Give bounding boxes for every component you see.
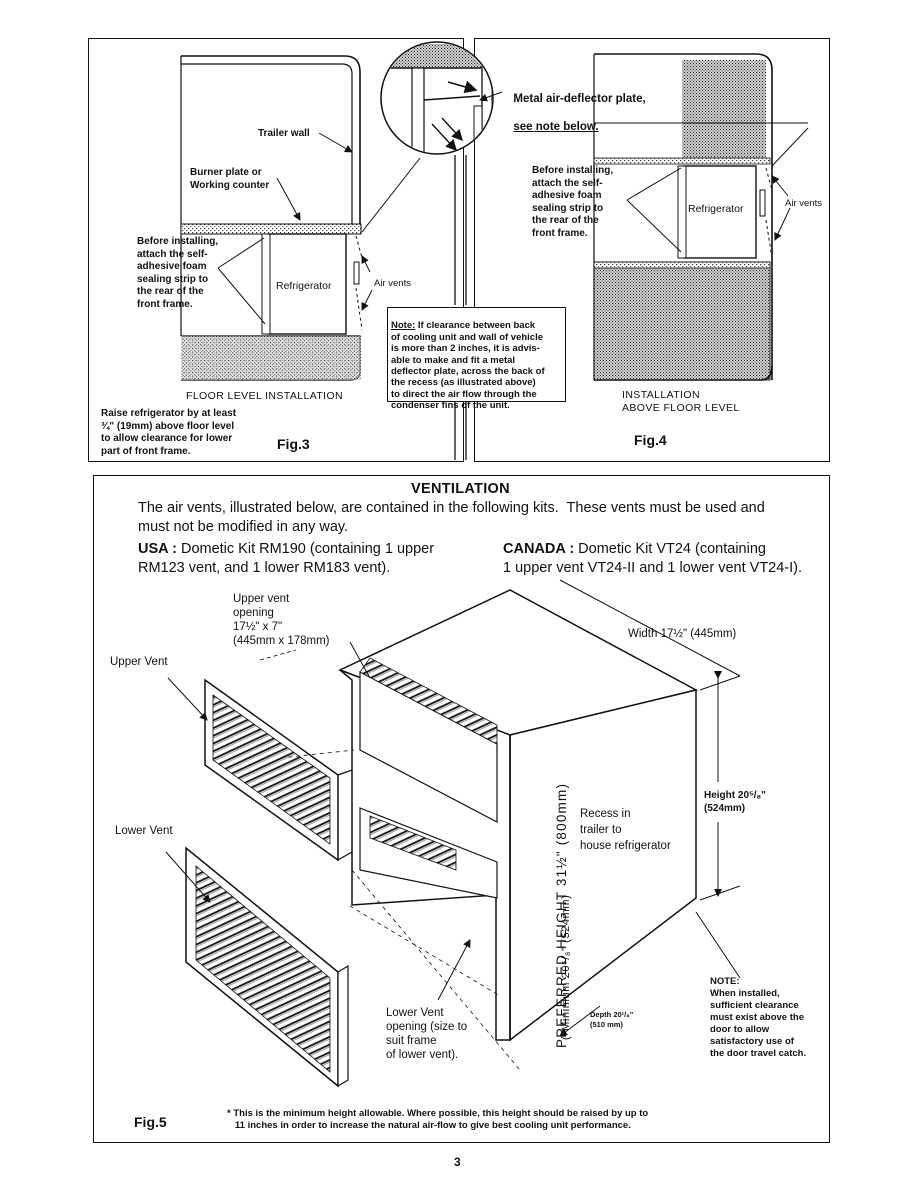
deflector-label-line2: see note below. (513, 121, 599, 133)
burner-plate-label: Burner plate or Working counter (190, 167, 270, 191)
fig3-label: Fig.3 (277, 436, 310, 452)
fig3-raise-note: Raise refrigerator by at least ¾" (19mm)… (101, 408, 237, 457)
fig3-refrigerator-label: Refrigerator (276, 280, 332, 292)
upper-vent-opening-label: Upper vent opening 17½" x 7" (445mm x 17… (233, 593, 330, 647)
fig5-label: Fig.5 (134, 1114, 167, 1130)
canada-kit-text: Dometic Kit VT24 (containing 1 upper ven… (503, 541, 803, 576)
trailer-wall-label: Trailer wall (258, 128, 310, 139)
ventilation-intro: The air vents, illustrated below, are co… (138, 500, 765, 535)
deflector-label-line1: Metal air-deflector plate, (513, 93, 646, 105)
fig4-label: Fig.4 (634, 432, 667, 448)
deflector-note-box: Note: If clearance between back of cooli… (387, 307, 566, 411)
recess-label: Recess in trailer to house refrigerator (580, 808, 671, 852)
lower-vent-opening-label: Lower Vent opening (size to suit frame o… (386, 1007, 468, 1061)
width-dimension: Width 17½" (445mm) (628, 628, 737, 640)
ventilation-frame (93, 475, 830, 1143)
fig3-frame (88, 38, 464, 462)
height-dimension: Height 20⁵/₈" (524mm) (704, 790, 766, 814)
upper-vent-label: Upper Vent (110, 656, 168, 668)
canada-kit: CANADA : Dometic Kit VT24 (containing 1 … (503, 540, 802, 578)
minimum-height-footnote: * This is the minimum height allowable. … (227, 1108, 649, 1131)
fig4-frame (474, 38, 830, 462)
usa-kit-label: USA : (138, 541, 177, 557)
ventilation-heading: VENTILATION (411, 481, 510, 497)
fig3-drawing (180, 55, 421, 381)
fig3-foam-instruction: Before installing, attach the self- adhe… (137, 236, 219, 310)
fig4-drawing (593, 53, 809, 381)
canada-kit-label: CANADA : (503, 541, 575, 557)
usa-kit-text: Dometic Kit RM190 (containing 1 upper RM… (138, 541, 435, 576)
depth-dimension: Depth 20¹/₈" (510 mm) (590, 1010, 634, 1029)
page-number: 3 (454, 1155, 461, 1169)
deflector-detail (380, 41, 503, 460)
fig3-installation-title: FLOOR LEVEL INSTALLATION (186, 390, 344, 402)
fig5-drawing (165, 579, 741, 1088)
usa-kit: USA : Dometic Kit RM190 (containing 1 up… (138, 540, 434, 578)
deflector-label: Metal air-deflector plate, see note belo… (507, 78, 646, 134)
note-text: If clearance between back of cooling uni… (391, 320, 545, 412)
fig3-air-vents-label: Air vents (374, 278, 411, 289)
note-title: Note: (391, 320, 416, 332)
fig4-foam-instruction: Before installing, attach the self- adhe… (532, 165, 614, 239)
minimum-height-label: (*Minimum 20⁵/₈" (524mm) (560, 894, 572, 1040)
lower-vent-label: Lower Vent (115, 825, 173, 837)
fig4-installation-title: INSTALLATION ABOVE FLOOR LEVEL (622, 389, 740, 414)
fig4-air-vents-label: Air vents (785, 198, 822, 209)
door-clearance-note: NOTE: When installed, sufficient clearan… (710, 976, 807, 1059)
fig4-refrigerator-label: Refrigerator (688, 203, 744, 215)
